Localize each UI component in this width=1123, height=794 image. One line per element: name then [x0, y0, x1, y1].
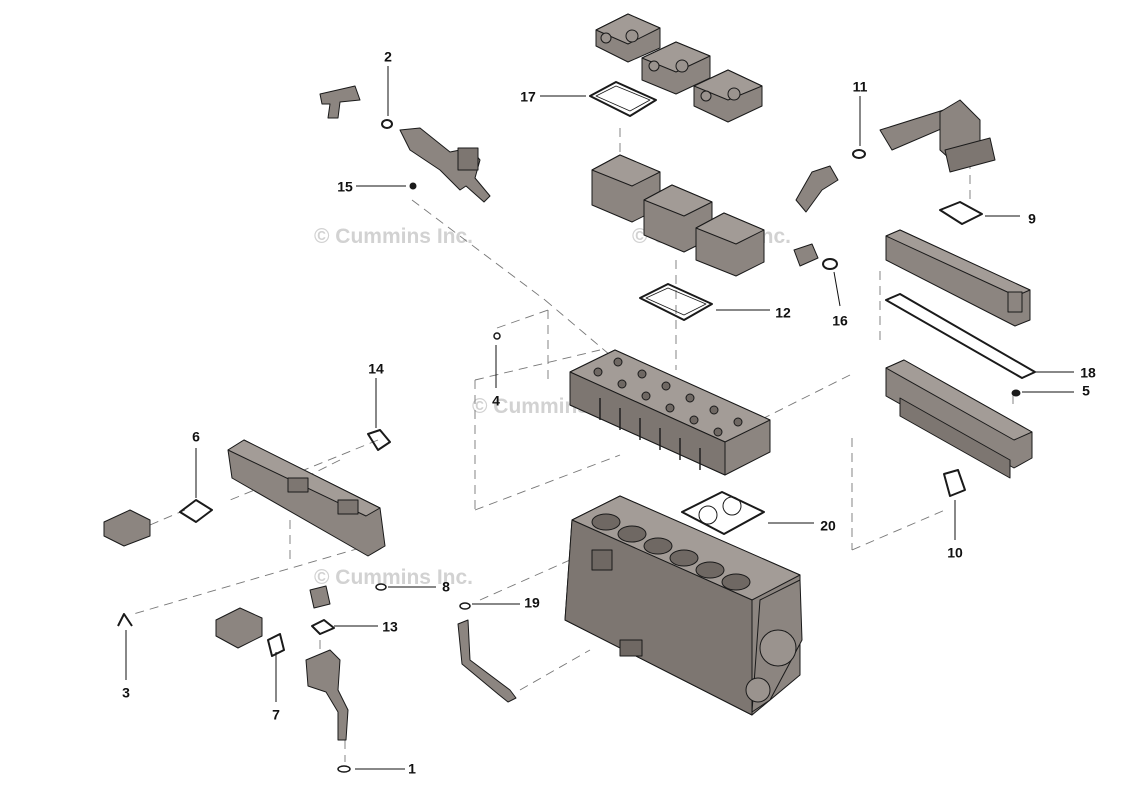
- callout-number-8: 8: [442, 579, 450, 595]
- callout-number-14: 14: [368, 361, 384, 377]
- callout-number-6: 6: [192, 429, 200, 445]
- callout-number-1: 1: [408, 761, 416, 777]
- elbow-gasket: [939, 201, 983, 225]
- intake-cover: [885, 359, 1033, 479]
- callout-number-9: 9: [1028, 211, 1036, 227]
- exhaust-elbow: [879, 99, 996, 173]
- intake-gasket: [943, 469, 966, 497]
- callout-number-13: 13: [382, 619, 398, 635]
- assembly-guide-lines: [129, 128, 1014, 762]
- breather-fitting: [793, 243, 819, 267]
- callout-number-2: 2: [384, 49, 392, 65]
- pipe-o-ring: [381, 119, 393, 129]
- coolant-pipe-assembly: [319, 85, 491, 203]
- callout-number-19: 19: [524, 595, 540, 611]
- tube-clip: [117, 613, 133, 627]
- callout-number-4: 4: [492, 393, 500, 409]
- plug-o-ring: [409, 182, 417, 190]
- rocker-cover-gasket: [589, 81, 657, 117]
- callout-number-20: 20: [820, 518, 836, 534]
- tube-o-ring: [459, 602, 471, 610]
- cylinder-head: [569, 349, 771, 476]
- callout-number-11: 11: [853, 79, 868, 95]
- rocker-cover-3: [693, 69, 763, 123]
- rocker-housing-gasket: [639, 283, 713, 321]
- housing-gasket: [311, 619, 335, 635]
- callout-number-15: 15: [337, 179, 353, 195]
- pipe-end-o-ring: [337, 765, 351, 773]
- outlet-o-ring: [375, 583, 387, 591]
- cover-o-ring: [1011, 389, 1021, 397]
- leader-line-16: [833, 271, 841, 307]
- inlet-connection: [795, 165, 839, 213]
- callout-number-10: 10: [947, 545, 963, 561]
- breather-gasket: [822, 258, 838, 270]
- rocker-cover-1: [595, 13, 661, 63]
- callout-number-5: 5: [1082, 383, 1090, 399]
- manifold-inlet-gasket: [367, 429, 391, 451]
- callout-number-16: 16: [832, 313, 848, 329]
- rocker-housing-2: [643, 184, 713, 253]
- head-gasket: [681, 491, 765, 535]
- callout-number-17: 17: [520, 89, 536, 105]
- rocker-housing-3: [695, 212, 765, 277]
- intake-manifold: [227, 439, 386, 557]
- elbow-o-ring: [852, 149, 866, 159]
- callout-number-12: 12: [775, 305, 791, 321]
- engine-block: [564, 495, 803, 716]
- air-inlet-plate: [103, 509, 151, 547]
- thermostat-gasket: [267, 633, 285, 657]
- exhaust-manifold: [885, 229, 1031, 327]
- callout-number-3: 3: [122, 685, 130, 701]
- manifold-flange-gasket: [179, 499, 213, 523]
- manifold-gasket: [885, 293, 1036, 379]
- rocker-cover-2: [641, 41, 711, 95]
- oil-fill-tube: [457, 619, 517, 703]
- head-o-ring: [493, 332, 501, 340]
- thermostat-housing: [215, 585, 349, 741]
- rocker-housing-1: [591, 154, 661, 223]
- callout-number-18: 18: [1080, 365, 1096, 381]
- callout-leaders: [125, 66, 1074, 770]
- callout-number-7: 7: [272, 707, 280, 723]
